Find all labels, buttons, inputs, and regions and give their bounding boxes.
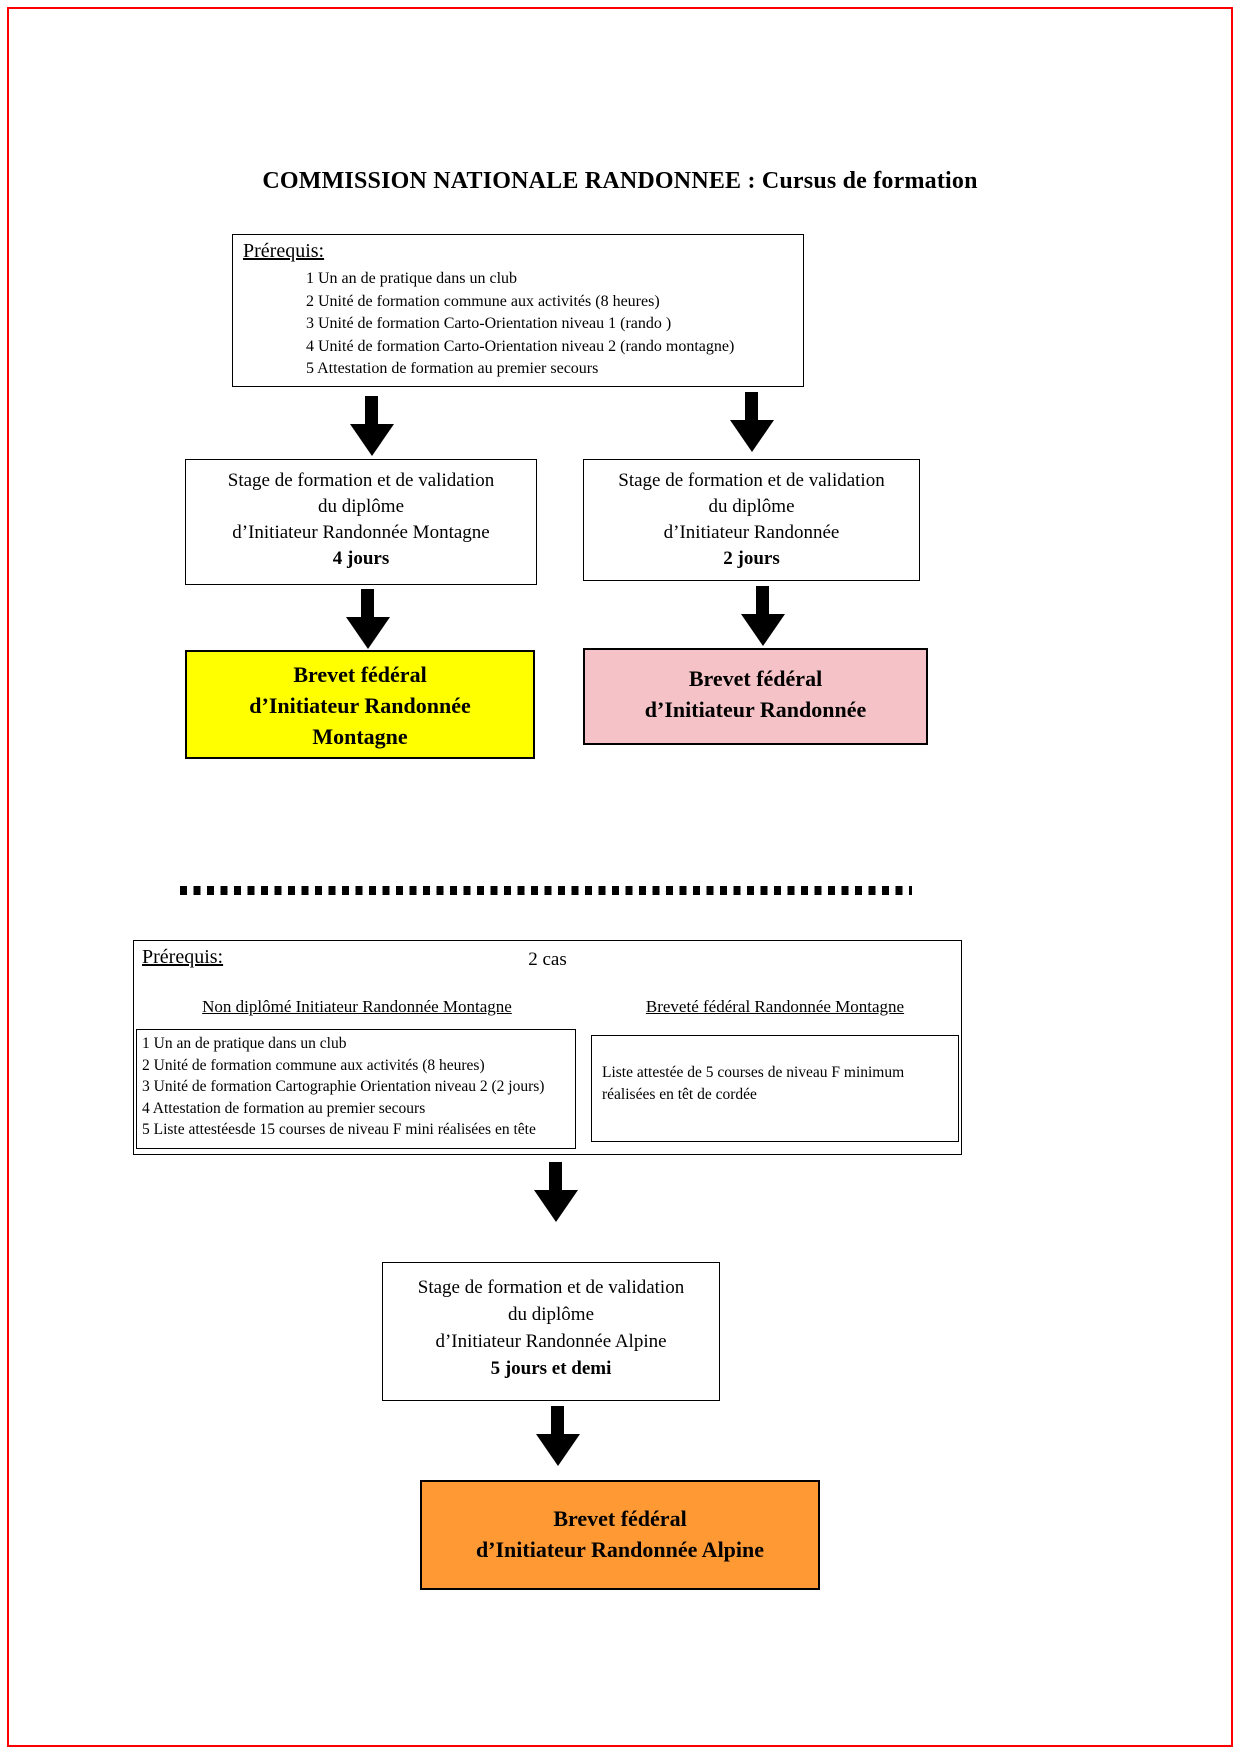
brevet-line: Brevet fédéral	[553, 1506, 687, 1531]
list-item: 1 Un an de pratique dans un club	[142, 1035, 347, 1052]
stage-box-randonnee: Stage de formation et de validation du d…	[583, 459, 920, 581]
prerequisites-list: 1 Un an de pratique dans un club 2 Unité…	[142, 1033, 544, 1141]
stage-duration: 5 jours et demi	[490, 1358, 612, 1379]
stage-box-montagne: Stage de formation et de validation du d…	[185, 459, 537, 585]
list-item: 3 Unité de formation Cartographie Orient…	[142, 1078, 545, 1095]
cases-label: 2 cas	[528, 949, 567, 970]
stage-duration: 4 jours	[332, 548, 390, 569]
brevet-box-montagne: Brevet fédéral d’Initiateur Randonnée Mo…	[185, 650, 535, 759]
down-arrow-icon	[741, 586, 785, 646]
inner-box-right: Liste attestée de 5 courses de niveau F …	[591, 1035, 959, 1142]
brevet-box-randonnee: Brevet fédéral d’Initiateur Randonnée	[583, 648, 928, 745]
brevet-box-alpine: Brevet fédéral d’Initiateur Randonnée Al…	[420, 1480, 820, 1590]
brevet-line: Brevet fédéral	[688, 666, 823, 691]
brevet-line: Montagne	[312, 724, 408, 749]
down-arrow-icon	[730, 392, 774, 452]
list-item: 4 Attestation de formation au premier se…	[142, 1099, 426, 1117]
list-item: 3 Unité de formation Carto-Orientation n…	[306, 315, 672, 332]
list-item: 2 Unité de formation commune aux activit…	[306, 292, 660, 310]
list-item: 1 Un an de pratique dans un club	[306, 270, 518, 287]
subheading-brevete: Breveté fédéral Randonnée Montagne	[645, 997, 905, 1016]
prerequisites-label: Prérequis:	[142, 946, 224, 968]
prerequisites-box-top: Prérequis: 1 Un an de pratique dans un c…	[232, 234, 804, 387]
list-item: 5 Liste attestéesde 15 courses de niveau…	[142, 1121, 536, 1138]
course-list-text: Liste attestée de 5 courses de niveau F …	[602, 1062, 904, 1106]
inner-box-left: 1 Un an de pratique dans un club 2 Unité…	[136, 1029, 576, 1149]
down-arrow-icon	[346, 589, 390, 649]
down-arrow-icon	[350, 396, 394, 456]
brevet-line: d’Initiateur Randonnée Alpine	[475, 1537, 765, 1562]
stage-line: Stage de formation et de validation	[227, 470, 495, 491]
prerequisites-list: 1 Un an de pratique dans un club 2 Unité…	[306, 268, 734, 381]
stage-line: du diplôme	[317, 496, 405, 517]
text-line: Liste attestée de 5 courses de niveau F …	[602, 1064, 905, 1081]
page-title: COMMISSION NATIONALE RANDONNEE : Cursus …	[262, 168, 978, 194]
brevet-line: d’Initiateur Randonnée	[249, 693, 471, 718]
stage-box-alpine: Stage de formation et de validation du d…	[382, 1262, 720, 1401]
list-item: 5 Attestation de formation au premier se…	[306, 360, 599, 377]
list-item: 4 Unité de formation Carto-Orientation n…	[306, 337, 735, 355]
list-item: 2 Unité de formation commune aux activit…	[142, 1056, 485, 1074]
subheading-non-diplome: Non diplômé Initiateur Randonnée Montagn…	[202, 997, 512, 1016]
stage-line: d’Initiateur Randonnée	[663, 522, 840, 543]
brevet-line: Brevet fédéral	[293, 662, 427, 687]
text-line: réalisées en têt de cordée	[602, 1086, 757, 1103]
stage-line: du diplôme	[507, 1304, 595, 1325]
prerequisites-label: Prérequis:	[243, 240, 325, 262]
brevet-line: d’Initiateur Randonnée	[644, 697, 867, 722]
stage-line: du diplôme	[708, 496, 795, 517]
stage-line: d’Initiateur Randonnée Alpine	[435, 1331, 667, 1352]
down-arrow-icon	[534, 1162, 578, 1222]
stage-duration: 2 jours	[723, 548, 780, 569]
down-arrow-icon	[536, 1406, 580, 1466]
prerequisites-box-bottom: Prérequis: 2 cas Non diplômé Initiateur …	[133, 940, 962, 1155]
stage-line: Stage de formation et de validation	[618, 470, 885, 491]
stage-line: Stage de formation et de validation	[417, 1277, 685, 1298]
dotted-separator	[180, 886, 912, 895]
stage-line: d’Initiateur Randonnée Montagne	[232, 522, 490, 543]
